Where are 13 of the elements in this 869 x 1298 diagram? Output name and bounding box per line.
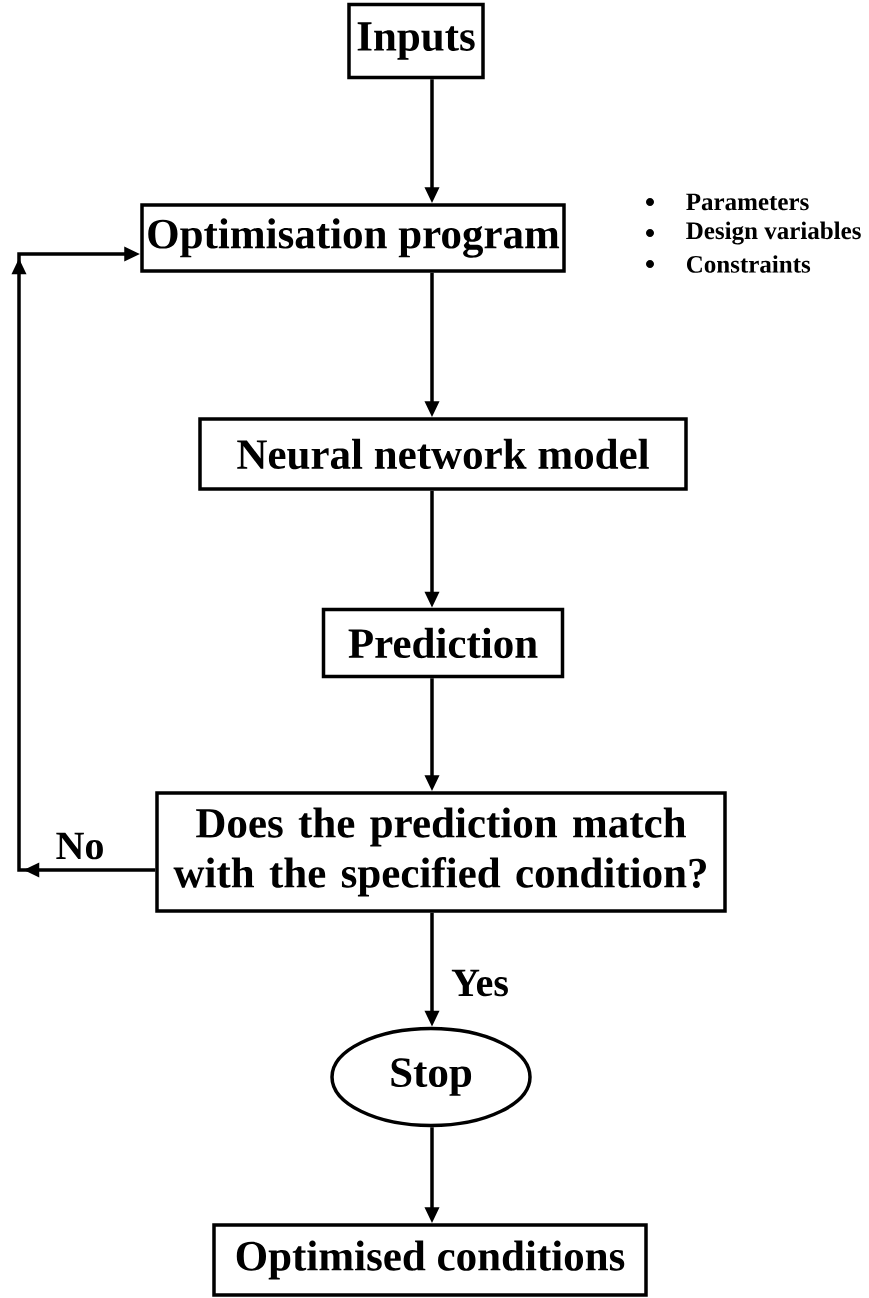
process-box: Neural network model xyxy=(198,417,688,491)
process-box: Optimised conditions xyxy=(212,1223,648,1297)
bullet-item: Design variables xyxy=(686,221,861,245)
process-box: Prediction xyxy=(321,607,565,679)
oval-node: Stop xyxy=(330,1026,532,1128)
loop-arrow xyxy=(11,246,156,878)
bullet-item: Parameters xyxy=(686,193,809,211)
edge-label: No xyxy=(56,832,103,860)
decision-box: Does the prediction match with the specified condition? xyxy=(155,791,727,913)
process-box: Optimisation program xyxy=(140,203,566,273)
process-box: Inputs xyxy=(347,2,485,80)
bullet-item: Constraints xyxy=(686,255,811,273)
edge-label: Yes xyxy=(451,969,508,997)
